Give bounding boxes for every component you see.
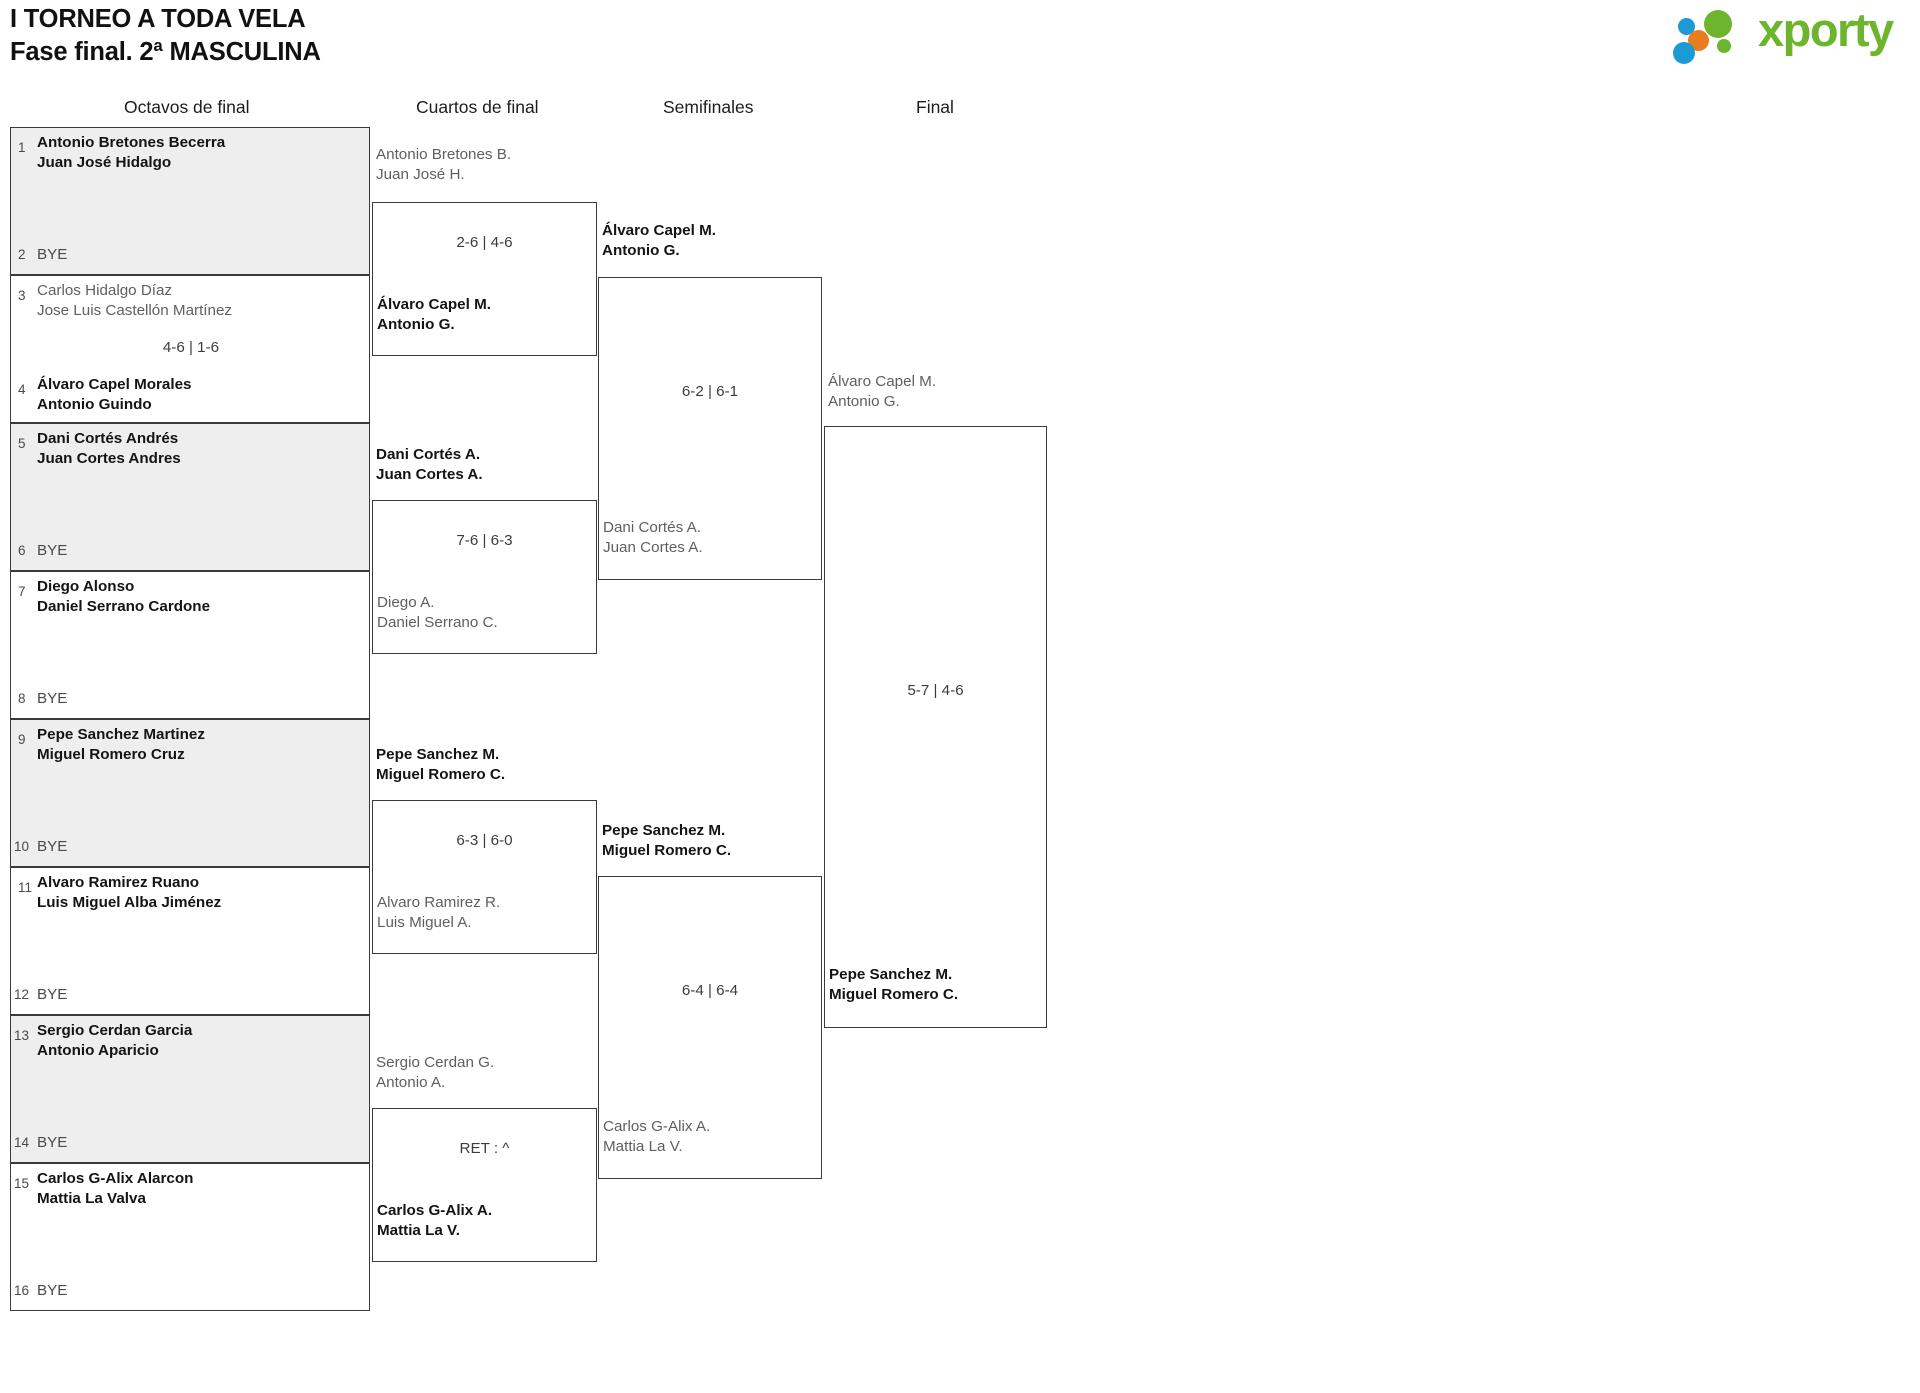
- sf2-team-pair-top: Pepe Sanchez M. Miguel Romero C.: [602, 822, 732, 859]
- match-box-r1-m1[interactable]: 1 Antonio Bretones Becerra Juan José Hid…: [10, 127, 370, 275]
- sf1-team-pair-top: Álvaro Capel M. Antonio G.: [602, 222, 716, 259]
- team-pair-top: Pepe Sanchez Martinez Miguel Romero Cruz: [37, 726, 205, 763]
- team-pair-bottom: BYE: [37, 1282, 68, 1299]
- round-header-final: Final: [916, 97, 954, 117]
- qf2-team-pair-top: Dani Cortés A. Juan Cortes A.: [376, 446, 483, 483]
- match-box-r1-m4[interactable]: 7 Diego Alonso Daniel Serrano Cardone 8 …: [10, 571, 370, 719]
- seed-number: 5: [18, 436, 26, 451]
- seed-number: 14: [14, 1135, 30, 1150]
- match-score: 7-6 | 6-3: [456, 532, 513, 549]
- qf4-team-pair-bottom: Carlos G-Alix A. Mattia La V.: [377, 1202, 493, 1239]
- match-box-r1-m3[interactable]: 5 Dani Cortés Andrés Juan Cortes Andres …: [10, 423, 370, 571]
- seed-number: 1: [18, 140, 26, 155]
- team-pair-top: Sergio Cerdan Garcia Antonio Aparicio: [37, 1022, 193, 1059]
- logo-dot-blue-small: [1678, 18, 1695, 35]
- logo-dot-green-large: [1704, 10, 1732, 38]
- seed-number: 13: [14, 1028, 30, 1043]
- qf1-team-pair-top: Antonio Bretones B. Juan José H.: [376, 146, 512, 183]
- match-box-qf2[interactable]: 7-6 | 6-3 Diego A. Daniel Serrano C.: [372, 500, 597, 654]
- team-pair-top: Diego Alonso Daniel Serrano Cardone: [37, 578, 211, 615]
- final-team-pair-bottom: Pepe Sanchez M. Miguel Romero C.: [829, 966, 959, 1003]
- match-box-qf1[interactable]: 2-6 | 4-6 Álvaro Capel M. Antonio G.: [372, 202, 597, 356]
- qf4-team-pair-top: Sergio Cerdan G. Antonio A.: [376, 1054, 495, 1091]
- seed-number: 15: [14, 1176, 30, 1191]
- team-pair-bottom: BYE: [37, 542, 68, 559]
- seed-number: 2: [18, 247, 26, 262]
- match-score: 4-6 | 1-6: [162, 339, 220, 356]
- round-header-octavos: Octavos de final: [124, 97, 250, 117]
- seed-number: 4: [18, 382, 26, 397]
- team-pair-top: Carlos G-Alix Alarcon Mattia La Valva: [37, 1170, 194, 1207]
- team-pair-top: Alvaro Ramirez Ruano Luis Miguel Alba Ji…: [37, 874, 222, 911]
- logo-wordmark: xporty: [1758, 3, 1894, 56]
- match-box-sf2[interactable]: 6-4 | 6-4 Carlos G-Alix A. Mattia La V.: [598, 876, 822, 1179]
- xporty-logo: xporty: [1673, 3, 1902, 66]
- match-box-qf4[interactable]: RET : ^ Carlos G-Alix A. Mattia La V.: [372, 1108, 597, 1262]
- logo-dot-green-small: [1717, 39, 1731, 53]
- qf2-team-pair-bottom: Diego A. Daniel Serrano C.: [377, 594, 498, 631]
- team-pair-bottom: Álvaro Capel Morales Antonio Guindo: [37, 376, 192, 413]
- round-header-cuartos: Cuartos de final: [416, 97, 539, 117]
- match-score: 6-3 | 6-0: [456, 832, 513, 849]
- team-pair-top: Carlos Hidalgo Díaz Jose Luis Castellón …: [37, 282, 232, 319]
- match-box-sf1[interactable]: 6-2 | 6-1 Dani Cortés A. Juan Cortes A.: [598, 277, 822, 580]
- tournament-phase: Fase final. 2ª MASCULINA: [10, 38, 321, 67]
- sf1-team-pair-bottom: Dani Cortés A. Juan Cortes A.: [603, 519, 703, 556]
- qf3-team-pair-bottom: Alvaro Ramirez R. Luis Miguel A.: [377, 894, 501, 931]
- match-score: 6-2 | 6-1: [681, 383, 739, 400]
- match-box-r1-m8[interactable]: 15 Carlos G-Alix Alarcon Mattia La Valva…: [10, 1163, 370, 1311]
- match-box-r1-m7[interactable]: 13 Sergio Cerdan Garcia Antonio Aparicio…: [10, 1015, 370, 1163]
- qf3-team-pair-top: Pepe Sanchez M. Miguel Romero C.: [376, 746, 506, 783]
- match-score: 2-6 | 4-6: [456, 234, 513, 251]
- match-box-r1-m6[interactable]: 11 Alvaro Ramirez Ruano Luis Miguel Alba…: [10, 867, 370, 1015]
- match-score: 6-4 | 6-4: [681, 982, 739, 999]
- match-box-r1-m2[interactable]: 3 Carlos Hidalgo Díaz Jose Luis Castelló…: [10, 275, 370, 423]
- match-box-final[interactable]: 5-7 | 4-6 Pepe Sanchez M. Miguel Romero …: [824, 426, 1047, 1028]
- team-pair-bottom: BYE: [37, 986, 68, 1003]
- qf1-team-pair-bottom: Álvaro Capel M. Antonio G.: [377, 296, 491, 333]
- seed-number: 12: [14, 987, 30, 1002]
- team-pair-top: Antonio Bretones Becerra Juan José Hidal…: [37, 134, 226, 171]
- seed-number: 9: [18, 732, 26, 747]
- page-title: I TORNEO A TODA VELA Fase final. 2ª MASC…: [10, 3, 321, 69]
- tournament-name: I TORNEO A TODA VELA: [10, 5, 306, 33]
- final-team-pair-top: Álvaro Capel M. Antonio G.: [828, 373, 937, 410]
- seed-number: 3: [18, 288, 26, 303]
- team-pair-bottom: BYE: [37, 690, 68, 707]
- match-score: RET : ^: [459, 1140, 510, 1157]
- team-pair-bottom: BYE: [37, 1134, 68, 1151]
- match-box-qf3[interactable]: 6-3 | 6-0 Alvaro Ramirez R. Luis Miguel …: [372, 800, 597, 954]
- team-pair-bottom: BYE: [37, 246, 68, 263]
- team-pair-bottom: BYE: [37, 838, 68, 855]
- match-score: 5-7 | 4-6: [907, 682, 964, 699]
- seed-number: 16: [14, 1283, 30, 1298]
- logo-dot-orange: [1688, 30, 1709, 51]
- sf2-team-pair-bottom: Carlos G-Alix A. Mattia La V.: [603, 1118, 711, 1155]
- seed-number: 7: [18, 584, 26, 599]
- match-box-r1-m5[interactable]: 9 Pepe Sanchez Martinez Miguel Romero Cr…: [10, 719, 370, 867]
- seed-number: 11: [18, 880, 33, 895]
- round-header-semifinales: Semifinales: [663, 97, 754, 117]
- seed-number: 10: [14, 839, 30, 854]
- team-pair-top: Dani Cortés Andrés Juan Cortes Andres: [37, 430, 181, 467]
- seed-number: 6: [18, 543, 26, 558]
- logo-dot-blue-large: [1673, 42, 1695, 64]
- seed-number: 8: [18, 691, 26, 706]
